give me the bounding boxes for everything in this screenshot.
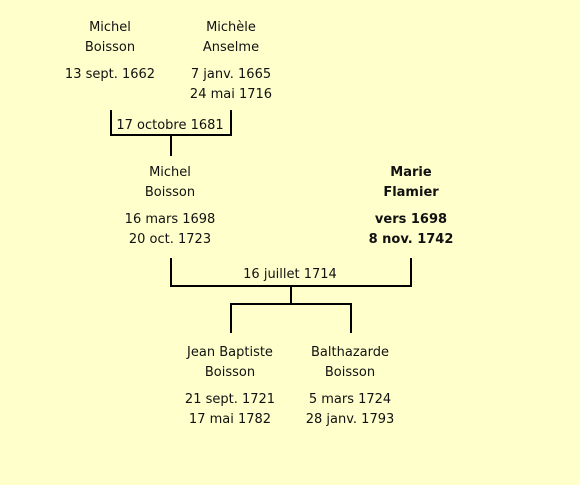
connector-line <box>110 110 112 136</box>
birth-date: 16 mars 1698 <box>124 212 216 227</box>
person-jean-baptiste-boisson[interactable]: Jean Baptiste Boisson 21 sept. 1721 17 m… <box>160 343 300 430</box>
death-date: 17 mai 1782 <box>188 412 272 427</box>
last-name: Boisson <box>144 185 196 200</box>
life-dates: 7 janv. 1665 24 mai 1716 <box>161 65 301 105</box>
death-date: 20 oct. 1723 <box>128 232 212 247</box>
birth-date: 13 sept. 1662 <box>64 67 156 82</box>
first-name: Marie <box>390 165 432 180</box>
last-name: Anselme <box>202 40 260 55</box>
birth-date: 21 sept. 1721 <box>184 392 276 407</box>
connector-line <box>230 110 232 136</box>
birth-date: 5 mars 1724 <box>308 392 392 407</box>
last-name: Boisson <box>204 365 256 380</box>
death-date: 8 nov. 1742 <box>368 232 454 247</box>
marriage-date: 16 juillet 1714 <box>243 267 337 282</box>
life-dates: vers 1698 8 nov. 1742 <box>341 210 481 250</box>
connector-line <box>410 258 412 287</box>
connector-line <box>170 258 172 287</box>
life-dates: 13 sept. 1662 <box>40 65 180 85</box>
life-dates: 21 sept. 1721 17 mai 1782 <box>160 390 300 430</box>
sibling-line <box>230 303 352 305</box>
child-line <box>230 303 232 333</box>
life-dates: 5 mars 1724 28 janv. 1793 <box>280 390 420 430</box>
life-dates: 16 mars 1698 20 oct. 1723 <box>100 210 240 250</box>
first-name: Jean Baptiste <box>187 345 273 360</box>
birth-date: vers 1698 <box>374 212 448 227</box>
child-line <box>350 303 352 333</box>
last-name: Boisson <box>324 365 376 380</box>
person-michel-boisson-senior[interactable]: Michel Boisson 13 sept. 1662 <box>40 18 180 85</box>
person-michel-boisson[interactable]: Michel Boisson 16 mars 1698 20 oct. 1723 <box>100 163 240 250</box>
birth-date: 7 janv. 1665 <box>190 67 272 82</box>
person-balthazarde-boisson[interactable]: Balthazarde Boisson 5 mars 1724 28 janv.… <box>280 343 420 430</box>
first-name: Balthazarde <box>311 345 389 360</box>
last-name: Boisson <box>84 40 136 55</box>
first-name: Michèle <box>206 20 256 35</box>
person-marie-flamier[interactable]: Marie Flamier vers 1698 8 nov. 1742 <box>341 163 481 250</box>
death-date: 24 mai 1716 <box>189 87 273 102</box>
death-date: 28 janv. 1793 <box>305 412 395 427</box>
last-name: Flamier <box>383 185 439 200</box>
marriage-date: 17 octobre 1681 <box>116 118 224 133</box>
person-michele-anselme[interactable]: Michèle Anselme 7 janv. 1665 24 mai 1716 <box>161 18 301 105</box>
first-name: Michel <box>149 165 191 180</box>
descent-line <box>170 134 172 156</box>
first-name: Michel <box>89 20 131 35</box>
descent-line <box>290 285 292 305</box>
